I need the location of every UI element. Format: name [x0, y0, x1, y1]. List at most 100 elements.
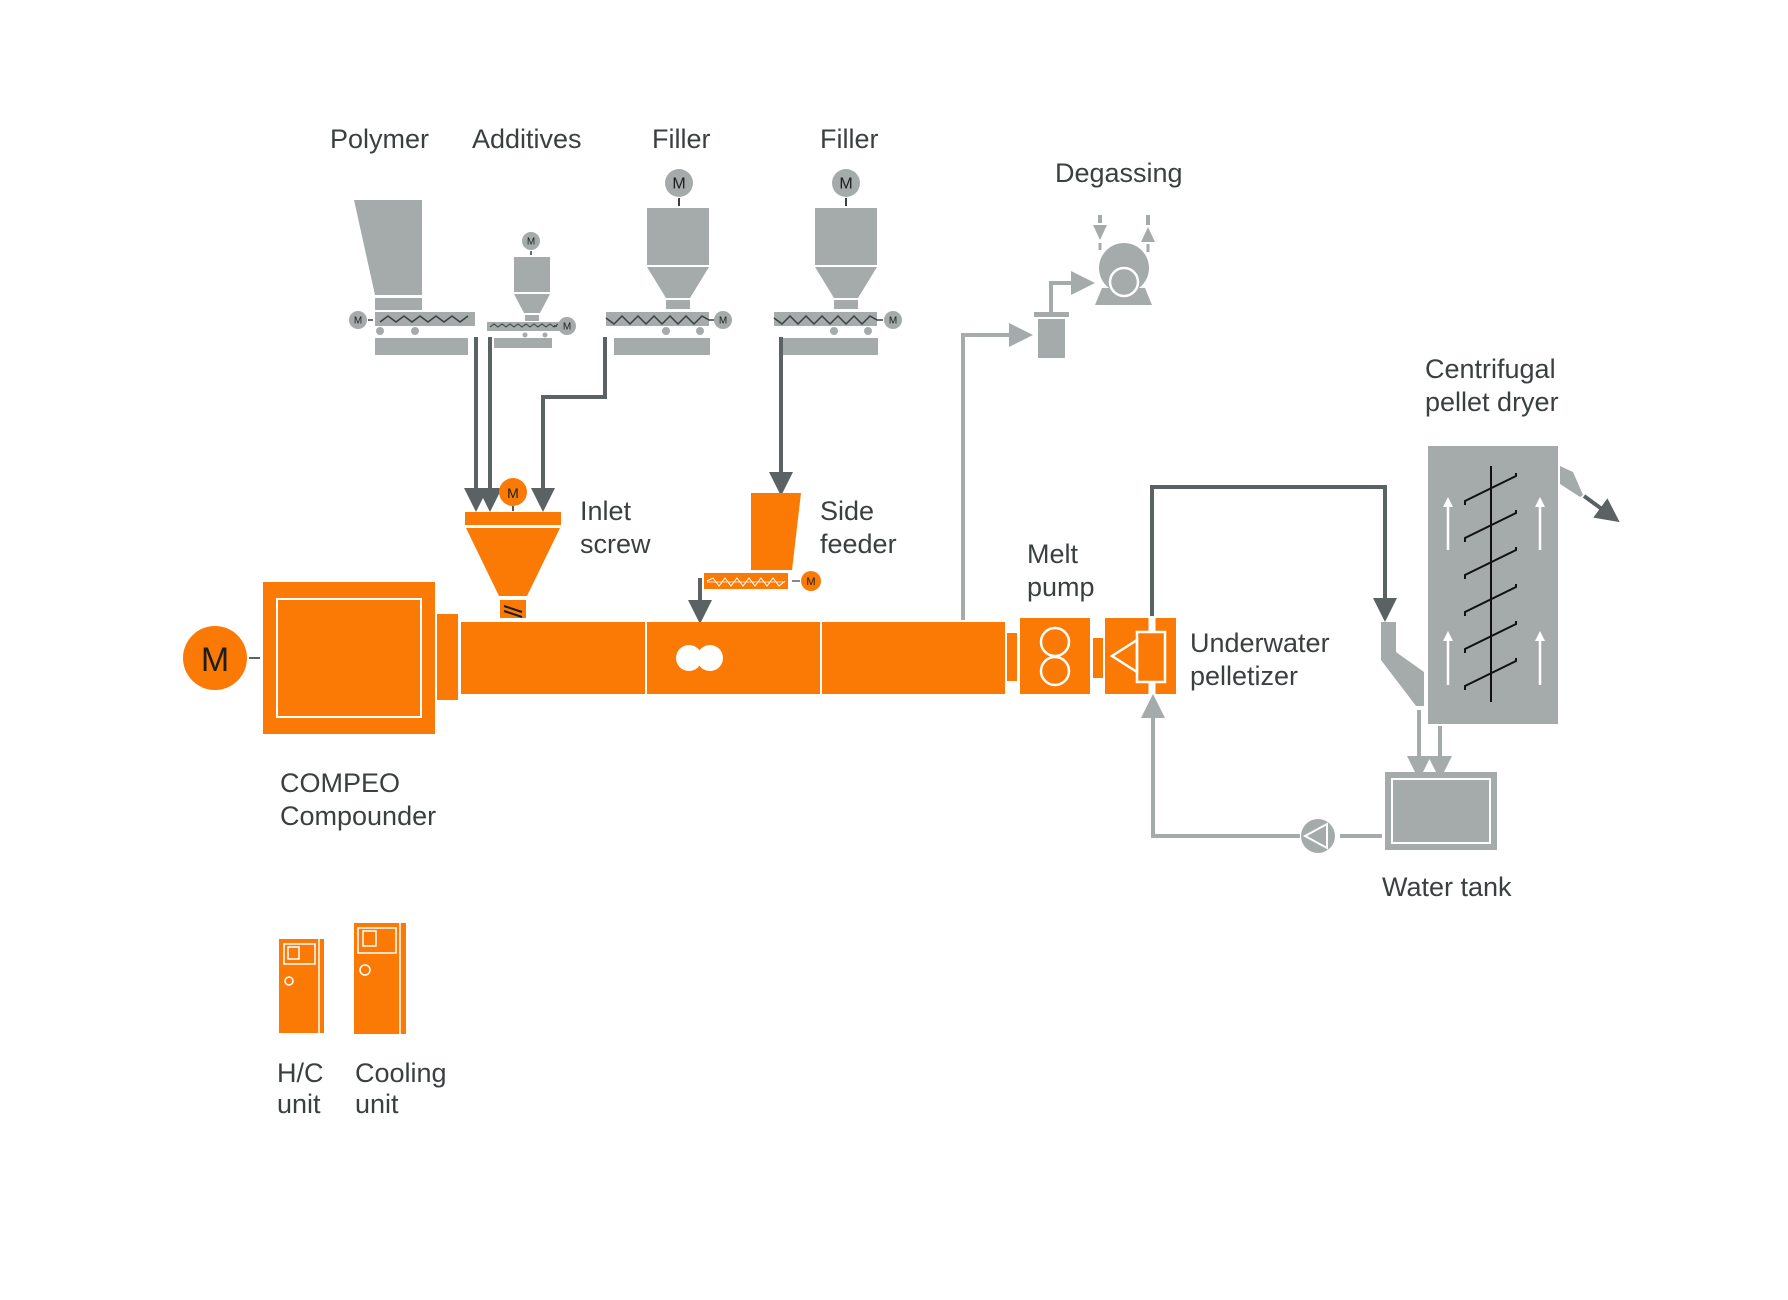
polymer-motor-icon: M: [349, 311, 367, 329]
dryer-inlet-chute: [1381, 622, 1424, 706]
degassing-label: Degassing: [1055, 158, 1183, 188]
side-feeder-screw-housing: [704, 573, 788, 589]
water-tank: [1385, 772, 1497, 850]
additives-neck: [525, 315, 539, 321]
filler2-side-motor-icon: M: [884, 311, 902, 329]
melt-pump-label-1: Melt: [1027, 539, 1079, 569]
barrel-section-1: [461, 622, 645, 694]
inlet-screw-label-2: screw: [580, 529, 651, 559]
dryer-outlet-chute: [1560, 466, 1583, 497]
filler1-label: Filler: [652, 124, 711, 154]
pelletizer-label-1: Underwater: [1190, 628, 1330, 658]
additives-feeder: M M: [487, 232, 576, 348]
filler2-scale-base: [782, 338, 878, 355]
gear-icon: [1039, 655, 1071, 687]
cooling-unit: [354, 923, 406, 1034]
inlet-screw: M: [465, 478, 561, 618]
polymer-roller: [411, 327, 419, 335]
vent-pot: [1038, 319, 1065, 358]
filler2-screw-icon: [773, 314, 883, 326]
pellet-output-arrow: [1582, 494, 1620, 523]
dryer-label-2: pellet dryer: [1425, 387, 1559, 417]
hc-unit: [279, 939, 324, 1033]
inlet-screw-motor-icon: M: [499, 478, 527, 506]
cooling-unit-label-1: Cooling: [355, 1058, 447, 1088]
cooling-unit-label-2: unit: [355, 1089, 399, 1119]
inlet-screw-funnel: [466, 528, 560, 596]
side-feeder-hopper: [751, 493, 801, 570]
display-icon: [357, 927, 397, 954]
coupling: [437, 614, 458, 700]
svg-text:M: M: [719, 316, 727, 327]
barrel-section-2: [647, 622, 820, 694]
additives-roller: [542, 332, 548, 338]
degassing-unit: [961, 215, 1155, 620]
hc-unit-label-2: unit: [277, 1089, 321, 1119]
knob-icon: [359, 964, 371, 976]
extruder-barrel: [461, 622, 1005, 694]
degassing-vent-line: [961, 323, 1033, 620]
filler1-neck: [666, 300, 690, 309]
water-tank-label: Water tank: [1382, 872, 1512, 902]
filler2-cone: [815, 267, 877, 298]
filler1-top-motor-icon: M: [665, 169, 693, 197]
dryer-body: [1428, 446, 1558, 724]
filler2-hopper: [815, 208, 877, 265]
filler2-feeder: M M: [773, 169, 902, 355]
screw-mark: [503, 610, 523, 618]
vent-pot-lid: [1034, 312, 1069, 317]
filler1-screw-icon: [605, 314, 715, 326]
filler1-scale-base: [614, 338, 710, 355]
pelletizer-label-2: pelletizer: [1190, 661, 1298, 691]
filler2-neck: [834, 300, 858, 309]
additives-scale-base: [494, 338, 552, 348]
svg-text:M: M: [563, 322, 571, 333]
water-tank-inner-frame: [1391, 778, 1491, 844]
svg-text:M: M: [889, 316, 897, 327]
side-feeder: M: [704, 493, 821, 591]
additives-screw-housing: [487, 322, 563, 331]
side-feeder-label-1: Side: [820, 496, 874, 526]
svg-text:M: M: [839, 176, 852, 193]
compounder-label-2: Compounder: [280, 801, 436, 831]
additives-hopper: [514, 257, 550, 292]
polymer-roller: [376, 327, 384, 335]
side-feeder-label-2: feeder: [820, 529, 897, 559]
additives-label: Additives: [472, 124, 582, 154]
polymer-screw-icon: [379, 315, 469, 323]
barrel-section-3: [822, 622, 1005, 694]
compounder-drive: M: [183, 582, 458, 734]
filler1-roller: [696, 327, 704, 335]
svg-text:M: M: [806, 576, 815, 588]
hc-unit-label-1: H/C: [277, 1058, 324, 1088]
inlet-screw-top: [465, 512, 561, 525]
hc-unit-body: [279, 939, 324, 1033]
vacuum-line: [1049, 271, 1095, 312]
additives-top-motor-icon: M: [522, 232, 540, 250]
gearbox: [263, 582, 435, 734]
additives-roller: [522, 332, 528, 338]
display-window: [287, 946, 300, 960]
svg-text:M: M: [672, 176, 685, 193]
filler1-side-motor-icon: M: [714, 311, 732, 329]
side-feeder-motor-icon: M: [801, 571, 821, 591]
filler2-roller: [864, 327, 872, 335]
knob-icon: [284, 976, 294, 986]
filler1-hopper: [647, 208, 709, 265]
cooling-unit-body: [354, 923, 406, 1034]
polymer-feeder: M: [349, 200, 475, 355]
display-window: [362, 930, 377, 947]
filler2-label: Filler: [820, 124, 879, 154]
additives-screw-icon: [489, 323, 559, 328]
airflow-arrows: [1443, 497, 1545, 685]
polymer-hopper: [354, 200, 422, 295]
centrifugal-dryer: [1381, 446, 1620, 724]
polymer-label: Polymer: [330, 124, 429, 154]
compounder-label-1: COMPEO: [280, 768, 400, 798]
filler1-roller: [662, 327, 670, 335]
slurry-line: [1150, 485, 1397, 622]
svg-text:M: M: [354, 316, 362, 327]
rotor-blades: [1464, 473, 1517, 690]
display-icon: [283, 943, 316, 965]
